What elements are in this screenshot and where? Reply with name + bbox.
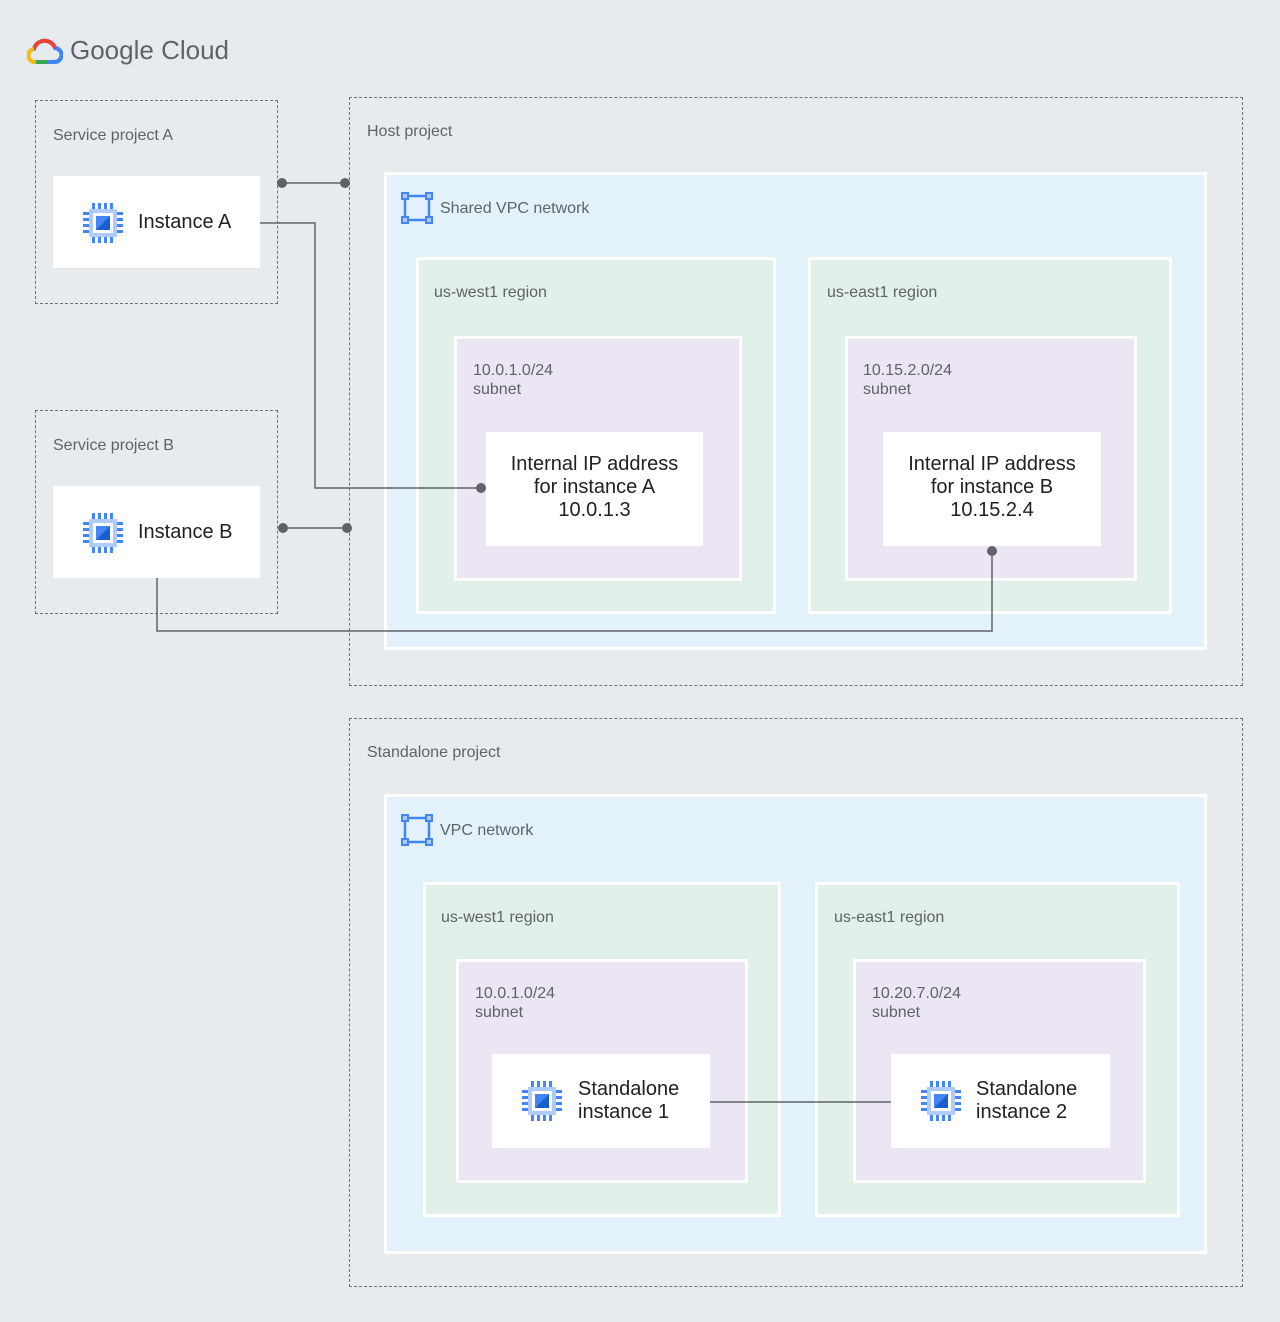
connector-dot [987, 546, 997, 556]
host-project-label: Host project [367, 123, 453, 140]
compute-engine-icon [83, 203, 123, 243]
host-project [349, 97, 1243, 686]
service-project-b-label: Service project B [53, 437, 174, 454]
connector-dot [278, 523, 288, 533]
vpc-network-icon [401, 192, 433, 224]
subnet-label: subnet [473, 381, 522, 398]
standalone-project [349, 718, 1243, 1287]
instance-b-card[interactable]: Instance B [53, 486, 260, 578]
google-cloud-logo: Google Cloud [27, 34, 247, 68]
standalone-instance-1-card[interactable]: Standalone instance 1 [492, 1054, 710, 1148]
subnet-cidr: 10.0.1.0/24 [475, 985, 556, 1002]
compute-engine-icon [522, 1081, 562, 1121]
subnet-label: subnet [872, 1004, 921, 1021]
region-label: us-east1 region [827, 284, 938, 301]
standalone-project-label: Standalone project [367, 744, 501, 761]
region-label: us-east1 region [834, 909, 945, 926]
subnet-label: subnet [475, 1004, 524, 1021]
subnet-cidr: 10.0.1.0/24 [473, 362, 554, 379]
vpc-network-label: VPC network [440, 822, 534, 839]
google-cloud-icon [27, 38, 63, 64]
address-line1: Internal IP address [908, 453, 1076, 475]
connector-dot [340, 178, 350, 188]
shared-vpc-network-label: Shared VPC network [440, 200, 590, 217]
connector-instance-b-ip [156, 551, 993, 632]
connector-dot [342, 523, 352, 533]
address-ip: 10.0.1.3 [558, 499, 631, 521]
subnet-label: subnet [863, 381, 912, 398]
service-project-a-label: Service project A [53, 127, 174, 144]
address-line2: for instance A [533, 476, 656, 498]
connector-instance-a-ip [260, 222, 481, 489]
address-line1: Internal IP address [510, 453, 679, 475]
address-line2: for instance B [930, 476, 1054, 498]
address-ip: 10.15.2.4 [950, 499, 1034, 521]
compute-engine-icon [83, 513, 123, 553]
internal-ip-card-a[interactable]: Internal IP address for instance A 10.0.… [486, 432, 703, 546]
subnet-cidr: 10.20.7.0/24 [872, 985, 961, 1002]
service-project-a [35, 100, 278, 304]
logo-text: Google Cloud [70, 35, 229, 65]
region-label: us-west1 region [441, 909, 554, 926]
internal-ip-card-b[interactable]: Internal IP address for instance B 10.15… [883, 432, 1101, 546]
vpc-network-icon [401, 814, 433, 846]
instance-line2: instance 2 [976, 1101, 1068, 1123]
instance-a-card[interactable]: Instance A [53, 176, 260, 268]
instance-line1: Standalone [976, 1078, 1078, 1100]
instance-b-label: Instance B [138, 521, 233, 543]
instance-line2: instance 1 [578, 1101, 670, 1123]
compute-engine-icon [921, 1081, 961, 1121]
connector-dot [277, 178, 287, 188]
standalone-instance-2-card[interactable]: Standalone instance 2 [891, 1054, 1110, 1148]
instance-line1: Standalone [578, 1078, 680, 1100]
subnet-cidr: 10.15.2.0/24 [863, 362, 952, 379]
connector-dot [476, 483, 486, 493]
region-label: us-west1 region [434, 284, 547, 301]
instance-a-label: Instance A [138, 211, 232, 233]
